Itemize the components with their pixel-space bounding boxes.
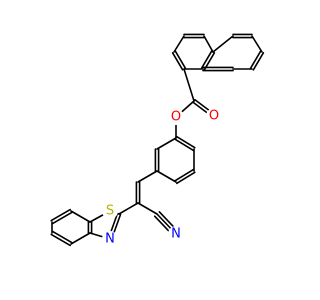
bond-vinyl2-c_nitrile (137, 202, 158, 215)
bond-ph3-ph4-a (174, 168, 194, 182)
bond-ph3-ph4-b (176, 171, 196, 185)
bond-vinyl2-bt2 (118, 202, 139, 215)
bond-ph6-ph1 (156, 137, 177, 150)
bond-bt4-bt5-a (51, 230, 73, 244)
bond-ph4-ph5 (156, 170, 177, 183)
bond-nap1-nap2-b (171, 52, 184, 71)
atom-background-bt_n (102, 231, 118, 247)
bond-bt6-bt7-b (50, 208, 71, 222)
atom-label-n_nitrile: N (171, 227, 181, 242)
atom-label-bt_n: N (105, 232, 115, 247)
bond-nap7-nap8-b (252, 52, 265, 71)
atom-background-n_nitrile (168, 226, 184, 242)
atom-label-bt_s: S (106, 204, 114, 219)
atom-background-o_ester (168, 109, 184, 125)
bond-nap4-nap4a (203, 35, 214, 53)
bond-ph1-ph2-b (176, 135, 196, 149)
bond-bt3a-bt4 (70, 232, 91, 245)
atom-background-o_carbonyl (206, 108, 222, 124)
bond-bt4-bt5-b (50, 233, 71, 247)
atom-label-o_carbonyl: O (209, 109, 219, 124)
bond-bt6-bt7-a (51, 211, 73, 225)
bond-nap4a-nap8a-a (200, 50, 213, 69)
bond-ph5-vinyl1 (137, 170, 158, 183)
bond-nap1-c_carbonyl (183, 68, 195, 102)
atom-label-o_ester: O (171, 110, 181, 125)
bond-nap2-nap3 (173, 35, 185, 53)
bond-nap1-nap2-a (174, 50, 187, 69)
bond-nap6-nap7 (251, 35, 263, 53)
atom-background-bt_s (102, 203, 118, 219)
bond-ph1-ph2-a (174, 138, 194, 152)
bond-nap7-nap8-a (249, 50, 262, 69)
bond-bt7-bt7a (70, 210, 91, 223)
bond-nap4a-nap5 (212, 35, 234, 53)
